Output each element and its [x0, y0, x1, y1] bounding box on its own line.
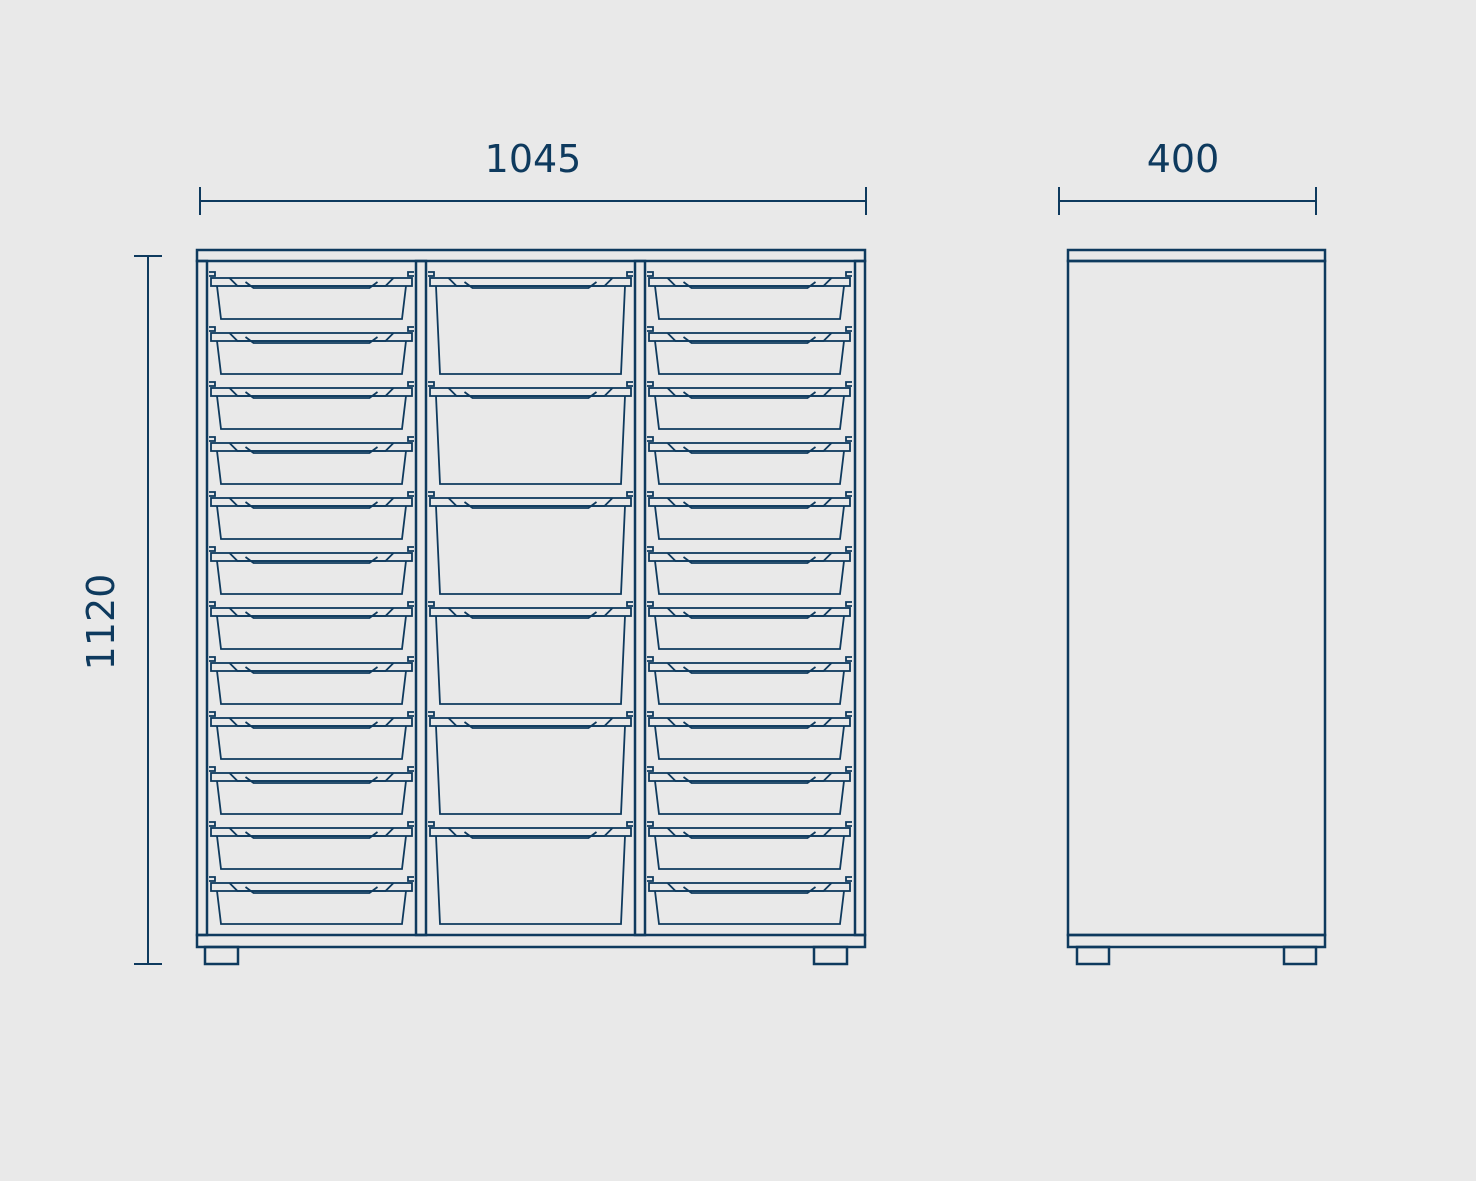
drawer	[647, 766, 852, 815]
cabinet-side-right	[853, 259, 867, 937]
drawer	[209, 766, 414, 815]
drawer-column-3	[647, 271, 852, 925]
side-foot-left	[1075, 945, 1111, 966]
drawer	[647, 821, 852, 870]
drawer	[428, 821, 633, 925]
drawer	[209, 546, 414, 595]
cabinet-foot-right	[812, 945, 849, 966]
drawer	[428, 711, 633, 815]
cabinet-divider-1	[414, 259, 428, 937]
drawer-column-1	[209, 271, 414, 925]
cabinet-front-view	[195, 248, 867, 966]
drawer-column-2	[428, 271, 633, 925]
drawer	[209, 271, 414, 320]
width-dimension-label: 1045	[485, 137, 582, 181]
drawer	[209, 491, 414, 540]
drawer	[209, 326, 414, 375]
drawer	[647, 271, 852, 320]
side-panel	[1066, 259, 1327, 937]
drawer	[647, 381, 852, 430]
drawer	[209, 601, 414, 650]
drawer	[209, 436, 414, 485]
drawer	[647, 876, 852, 925]
drawer	[647, 656, 852, 705]
drawer	[428, 491, 633, 595]
side-top-board	[1066, 248, 1327, 263]
width-dimension	[199, 187, 867, 215]
cabinet-foot-left	[203, 945, 240, 966]
drawer	[209, 821, 414, 870]
depth-dimension	[1058, 187, 1317, 215]
drawer	[647, 326, 852, 375]
drawer	[647, 491, 852, 540]
side-foot-right	[1282, 945, 1318, 966]
cabinet-top-board	[195, 248, 867, 263]
side-plinth	[1066, 933, 1327, 949]
drawer	[428, 271, 633, 375]
cabinet-plinth	[195, 933, 867, 949]
drawer	[647, 546, 852, 595]
drawer	[209, 876, 414, 925]
drawer	[647, 436, 852, 485]
height-dimension	[134, 255, 162, 965]
drawer	[428, 601, 633, 705]
drawer	[209, 711, 414, 760]
drawer	[209, 381, 414, 430]
cabinet-side-view	[1066, 248, 1327, 966]
cabinet-divider-2	[633, 259, 647, 937]
depth-dimension-label: 400	[1147, 137, 1220, 181]
drawer	[428, 381, 633, 485]
drawer	[647, 711, 852, 760]
drawer	[209, 656, 414, 705]
cabinet-side-left	[195, 259, 209, 937]
height-dimension-label: 1120	[79, 574, 123, 671]
drawer	[647, 601, 852, 650]
